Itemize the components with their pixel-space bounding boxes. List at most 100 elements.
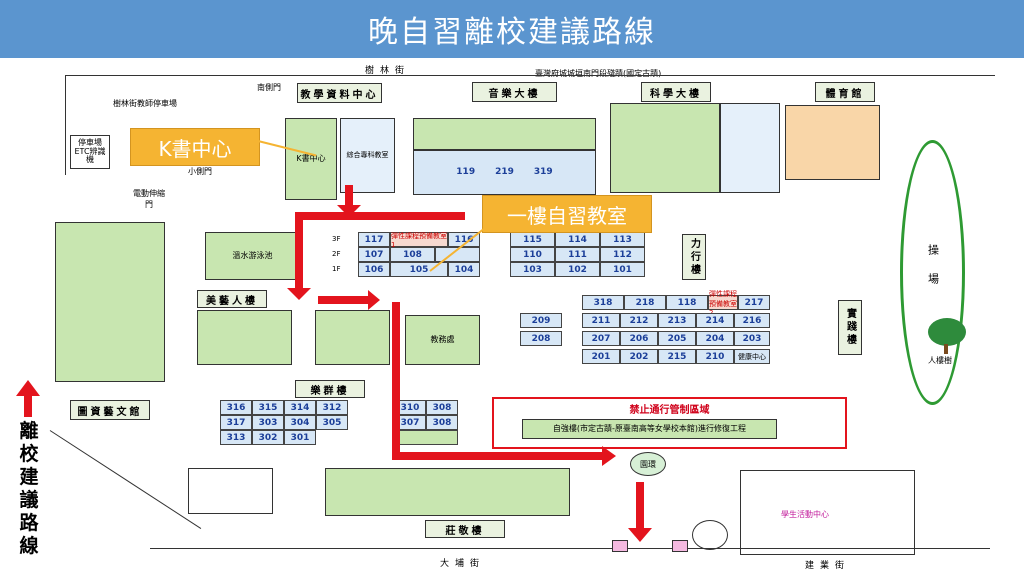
- route-exit-arrowhead: [628, 528, 652, 542]
- bldg-info-center: 教學資料中心: [297, 83, 382, 103]
- street-top-road: 臺灣府城城垣南門段殘蹟(國定古蹟): [535, 69, 662, 78]
- zi-qiang-building: 自強樓(市定古蹟-原臺南高等女學校本館)進行修復工程: [522, 419, 777, 439]
- room-304: 304: [284, 415, 316, 430]
- floor-2f: 2F: [332, 250, 341, 258]
- south-gate-label: 南側門: [257, 83, 281, 92]
- route-left-down: [295, 212, 303, 290]
- room-office: [394, 430, 458, 445]
- library-block: [55, 222, 165, 382]
- route-left-arrowhead: [287, 288, 311, 300]
- side-arrow-head: [16, 380, 40, 396]
- bldg-science: 科學大樓: [641, 82, 711, 102]
- room-312: 312: [316, 400, 348, 415]
- restricted-zone: 禁止通行管制區域 自強樓(市定古蹟-原臺南高等女學校本館)進行修復工程: [492, 397, 847, 449]
- room-204: 204: [696, 331, 734, 346]
- room-209: 209: [520, 313, 562, 328]
- mei-yi-block: [197, 310, 292, 365]
- side-label: 離 校 建 議 路 線: [19, 420, 39, 557]
- street-top: 樹林街: [365, 66, 411, 76]
- tree-icon: [928, 318, 966, 346]
- room-317: 317: [220, 415, 252, 430]
- room-318: 318: [582, 295, 624, 310]
- bldg-le-qun: 樂群樓: [295, 380, 365, 398]
- room-206: 206: [620, 331, 658, 346]
- admin-block: 教務處: [405, 315, 480, 365]
- room-101: 101: [600, 262, 645, 277]
- room-314: 314: [284, 400, 316, 415]
- electric-gate-label: 電動伸縮門: [133, 189, 165, 209]
- route-main-down: [392, 302, 400, 457]
- west-annex: [188, 468, 273, 514]
- callout-k-center: K書中心: [130, 128, 260, 166]
- room-313: 313: [220, 430, 252, 445]
- gate-post-right: [672, 540, 688, 552]
- restricted-label: 禁止通行管制區域: [629, 405, 710, 416]
- room-202: 202: [620, 349, 658, 364]
- room-215: 215: [658, 349, 696, 364]
- room-302: 302: [252, 430, 284, 445]
- room-115: 115: [510, 232, 555, 247]
- room-315: 315: [252, 400, 284, 415]
- room-107: 107: [358, 247, 390, 262]
- study-block: 117 彈性課程預備教室1 116 107 108 106 105 104 3F…: [330, 232, 480, 278]
- street-bottom: 大埔街: [440, 559, 486, 569]
- room-117: 117: [358, 232, 390, 247]
- page-title: 晚自習離校建議路線: [368, 15, 656, 50]
- room-201: 201: [582, 349, 620, 364]
- student-center-label: 學生活動中心: [781, 510, 829, 519]
- room-118: 118: [666, 295, 708, 310]
- diagonal-boundary: [49, 430, 202, 529]
- room-303: 303: [252, 415, 284, 430]
- callout-first-floor-study: 一樓自習教室: [482, 195, 652, 233]
- room-110: 110: [510, 247, 555, 262]
- bldg-music: 音樂大樓: [472, 82, 557, 102]
- room-111: 111: [555, 247, 600, 262]
- room-214: 214: [696, 313, 734, 328]
- boundary-top: [65, 75, 995, 76]
- gate-post-left: [612, 540, 628, 552]
- room-114: 114: [555, 232, 600, 247]
- room-102: 102: [555, 262, 600, 277]
- bldg-gym: 體育館: [815, 82, 875, 102]
- route-horizontal-top: [295, 212, 465, 220]
- bldg-zhuang-jing: 莊敬樓: [425, 520, 505, 538]
- music-bottom-block: 119 219 319: [413, 150, 596, 195]
- music-top-block: [413, 118, 596, 150]
- room-212: 212: [620, 313, 658, 328]
- room-217: 217: [738, 295, 770, 310]
- room-106: 106: [358, 262, 390, 277]
- bldg-shi-jian: 實踐樓: [838, 300, 862, 355]
- roundabout: 園環: [630, 452, 666, 476]
- route-bottom-arrowhead: [602, 446, 616, 466]
- pond: [692, 520, 728, 550]
- parking-label: 樹林街教師停車場: [113, 99, 177, 108]
- room-health: 健康中心: [734, 349, 770, 364]
- room-207: 207: [582, 331, 620, 346]
- room-elastic-1: 彈性課程預備教室1: [390, 231, 448, 249]
- route-mid-arrowhead: [368, 290, 380, 310]
- floor-3f: 3F: [332, 235, 341, 243]
- science-block: [610, 103, 720, 193]
- info-center-east: 綜合專科教室: [340, 118, 395, 193]
- room-210: 210: [696, 349, 734, 364]
- gym-block: [785, 105, 880, 180]
- room-205: 205: [658, 331, 696, 346]
- room-316: 316: [220, 400, 252, 415]
- sports-field: 操場: [900, 140, 965, 405]
- room-211: 211: [582, 313, 620, 328]
- floor-1f: 1F: [332, 265, 341, 273]
- room-305: 305: [316, 415, 348, 430]
- room-218: 218: [624, 295, 666, 310]
- route-k-down: [345, 185, 353, 207]
- street-bottom-right: 建業街: [805, 561, 851, 571]
- route-mid-right: [318, 296, 370, 304]
- room-208: 208: [520, 331, 562, 346]
- bldg-mei-yi: 美藝人樓: [197, 290, 267, 308]
- zhuang-jing-block: [325, 468, 570, 516]
- boundary-left: [65, 75, 66, 175]
- info-center-block: K書中心: [285, 118, 337, 200]
- boundary-bottom: [150, 548, 990, 549]
- room-113: 113: [600, 232, 645, 247]
- route-exit-down: [636, 482, 644, 530]
